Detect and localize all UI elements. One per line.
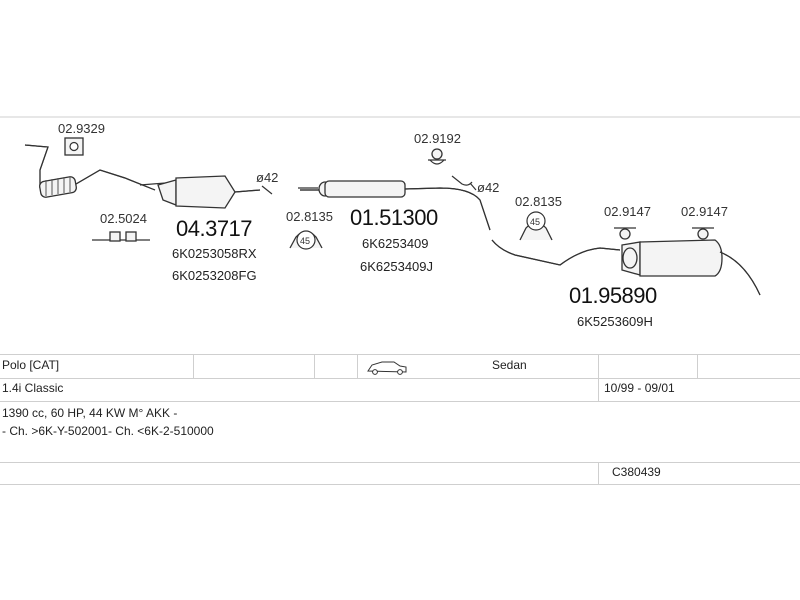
vehicle-chassis: - Ch. >6K-Y-502001- Ch. <6K-2-510000 <box>2 424 214 438</box>
part-code-04-3717: 04.3717 <box>176 216 252 241</box>
rubber-hanger-icon <box>614 227 636 240</box>
pipe-clamp-icon: 45 <box>519 211 553 241</box>
part-ref-6k6253409j: 6K6253409J <box>360 259 433 274</box>
catalytic-converter-icon <box>157 175 261 209</box>
part-label-02-9147-b: 02.9147 <box>681 204 728 219</box>
vehicle-engine: 1390 cc, 60 HP, 44 KW M° AKK - <box>2 406 178 420</box>
vehicle-variant: 1.4i Classic <box>2 381 64 395</box>
part-ref-6k5253609h: 6K5253609H <box>577 314 653 329</box>
table-row-divider <box>0 354 800 355</box>
front-pipe-with-flex-icon <box>24 144 169 198</box>
part-label-02-8135-b: 02.8135 <box>515 194 562 209</box>
diameter-label-1: ø42 <box>256 170 278 185</box>
table-row-divider <box>0 401 800 402</box>
part-label-02-9329: 02.9329 <box>58 121 105 136</box>
table-col-divider <box>598 462 599 484</box>
part-ref-6k0253208fg: 6K0253208FG <box>172 268 257 283</box>
flange-gasket-icon <box>64 137 84 156</box>
table-col-divider <box>314 354 315 378</box>
part-label-02-8135-a: 02.8135 <box>286 209 333 224</box>
pipe-clamp-icon: 45 <box>289 230 323 250</box>
table-row-divider <box>0 378 800 379</box>
part-code-01-95890: 01.95890 <box>569 283 657 308</box>
table-col-divider <box>697 354 698 378</box>
table-row-divider <box>0 484 800 485</box>
rubber-hanger-icon <box>428 148 446 165</box>
clamp-size-b: 45 <box>530 217 540 227</box>
table-col-divider <box>357 354 358 378</box>
vehicle-body-type: Sedan <box>492 358 527 372</box>
part-label-02-9192: 02.9192 <box>414 131 461 146</box>
table-row-divider <box>0 462 800 463</box>
table-col-divider <box>598 354 599 401</box>
part-ref-6k0253058rx: 6K0253058RX <box>172 246 257 261</box>
rubber-hanger-icon <box>692 227 714 240</box>
catalog-number: C380439 <box>612 465 661 479</box>
part-label-02-5024: 02.5024 <box>100 211 147 226</box>
vehicle-model: Polo [CAT] <box>2 358 60 372</box>
mounting-bracket-icon <box>92 231 150 242</box>
part-ref-6k6253409: 6K6253409 <box>362 236 429 251</box>
rear-silencer-icon <box>491 239 761 296</box>
vehicle-years: 10/99 - 09/01 <box>604 381 675 395</box>
middle-silencer-icon <box>300 180 491 231</box>
sedan-car-icon <box>367 361 407 375</box>
part-label-02-9147-a: 02.9147 <box>604 204 651 219</box>
diameter-label-2: ø42 <box>477 180 499 195</box>
part-code-01-51300: 01.51300 <box>350 205 438 230</box>
table-col-divider <box>193 354 194 378</box>
clamp-size-a: 45 <box>300 236 310 246</box>
